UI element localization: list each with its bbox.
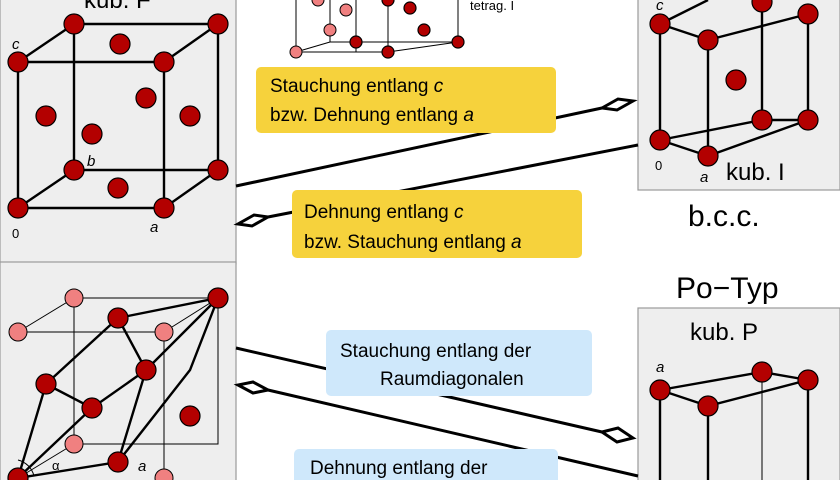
rhombohedral-cell: a α: [7, 287, 229, 480]
atom: [649, 13, 671, 35]
fcc-title: kub. F: [84, 0, 151, 14]
label-box: [326, 330, 592, 396]
origin-label: 0: [12, 226, 19, 241]
label-fcc-to-bcc: Stauchung entlang c bzw. Dehnung entlang…: [256, 67, 556, 133]
atom: [7, 467, 29, 480]
atom: [207, 287, 229, 309]
atom: [107, 451, 129, 473]
axis-c: c: [12, 36, 20, 53]
atom: [751, 109, 773, 131]
label-line1: Dehnung entlang c: [304, 202, 464, 223]
label-po-to-rh: Dehnung entlang der: [294, 449, 558, 480]
atom: [381, 45, 395, 59]
atom: [451, 35, 465, 49]
atom: [35, 105, 57, 127]
atom: [153, 51, 175, 73]
atom: [751, 0, 773, 13]
axis-a: a: [700, 169, 708, 186]
atom: [179, 105, 201, 127]
atom: [751, 361, 773, 383]
atom: [107, 177, 129, 199]
origin-label: 0: [655, 158, 662, 173]
axis-b: b: [87, 153, 95, 170]
label-line2: Raumdiagonalen: [380, 369, 524, 390]
atom: [649, 129, 671, 151]
atom: [697, 395, 719, 417]
atom: [8, 322, 28, 342]
atom: [417, 23, 431, 37]
bcc-caption: b.c.c.: [688, 200, 760, 233]
label-box: [292, 190, 582, 258]
po-heading: Po−Typ: [676, 272, 779, 305]
atom: [797, 369, 819, 391]
label-line1: Dehnung entlang der: [310, 458, 488, 479]
po-title: kub. P: [690, 319, 758, 346]
atom: [725, 69, 747, 91]
label-box: [256, 67, 556, 133]
label-line1: Stauchung entlang c: [270, 76, 444, 97]
atom: [697, 29, 719, 51]
atom: [7, 51, 29, 73]
atom: [153, 197, 175, 219]
atom: [649, 379, 671, 401]
label-line2: bzw. Dehnung entlang a: [270, 105, 474, 126]
atom: [207, 13, 229, 35]
atom: [339, 3, 353, 17]
label-rh-to-po: Stauchung entlang der Raumdiagonalen: [326, 330, 592, 396]
atom: [135, 87, 157, 109]
atom: [64, 288, 84, 308]
atom: [63, 13, 85, 35]
atom: [81, 123, 103, 145]
label-line1: Stauchung entlang der: [340, 341, 532, 362]
atom: [349, 35, 363, 49]
label-bcc-to-fcc: Dehnung entlang c bzw. Stauchung entlang…: [292, 190, 582, 258]
axis-a: a: [138, 458, 146, 475]
label-box: [294, 449, 558, 480]
atom: [311, 0, 325, 7]
atom: [63, 159, 85, 181]
axis-a: a: [656, 359, 664, 376]
atom: [7, 197, 29, 219]
atom: [35, 373, 57, 395]
atom: [207, 159, 229, 181]
atom: [81, 397, 103, 419]
atom: [797, 3, 819, 25]
atom: [64, 434, 84, 454]
axis-a: a: [150, 219, 158, 236]
angle-label: α: [52, 458, 60, 473]
axis-c: c: [656, 0, 664, 14]
atom: [797, 109, 819, 131]
po-cube: kub. P a: [649, 319, 819, 480]
atom: [135, 359, 157, 381]
atom: [381, 0, 395, 7]
bcc-cube: c a 0 kub. I: [649, 0, 819, 186]
tetragonal-label: tetrag. I: [470, 0, 514, 13]
atom: [154, 322, 174, 342]
atom: [323, 23, 337, 37]
atom: [109, 33, 131, 55]
tetragonal-cell: tetrag. I: [289, 0, 514, 59]
atom: [179, 405, 201, 427]
bcc-title: kub. I: [726, 159, 785, 186]
atom: [154, 468, 174, 480]
fcc-cube: kub. F c b a 0: [7, 0, 229, 241]
label-line2: bzw. Stauchung entlang a: [304, 232, 522, 253]
atom: [107, 307, 129, 329]
atom: [697, 145, 719, 167]
atom: [403, 1, 417, 15]
atom: [289, 45, 303, 59]
rhombohedral-panel: [0, 261, 237, 480]
arrow-po-to-rh: [233, 380, 639, 478]
